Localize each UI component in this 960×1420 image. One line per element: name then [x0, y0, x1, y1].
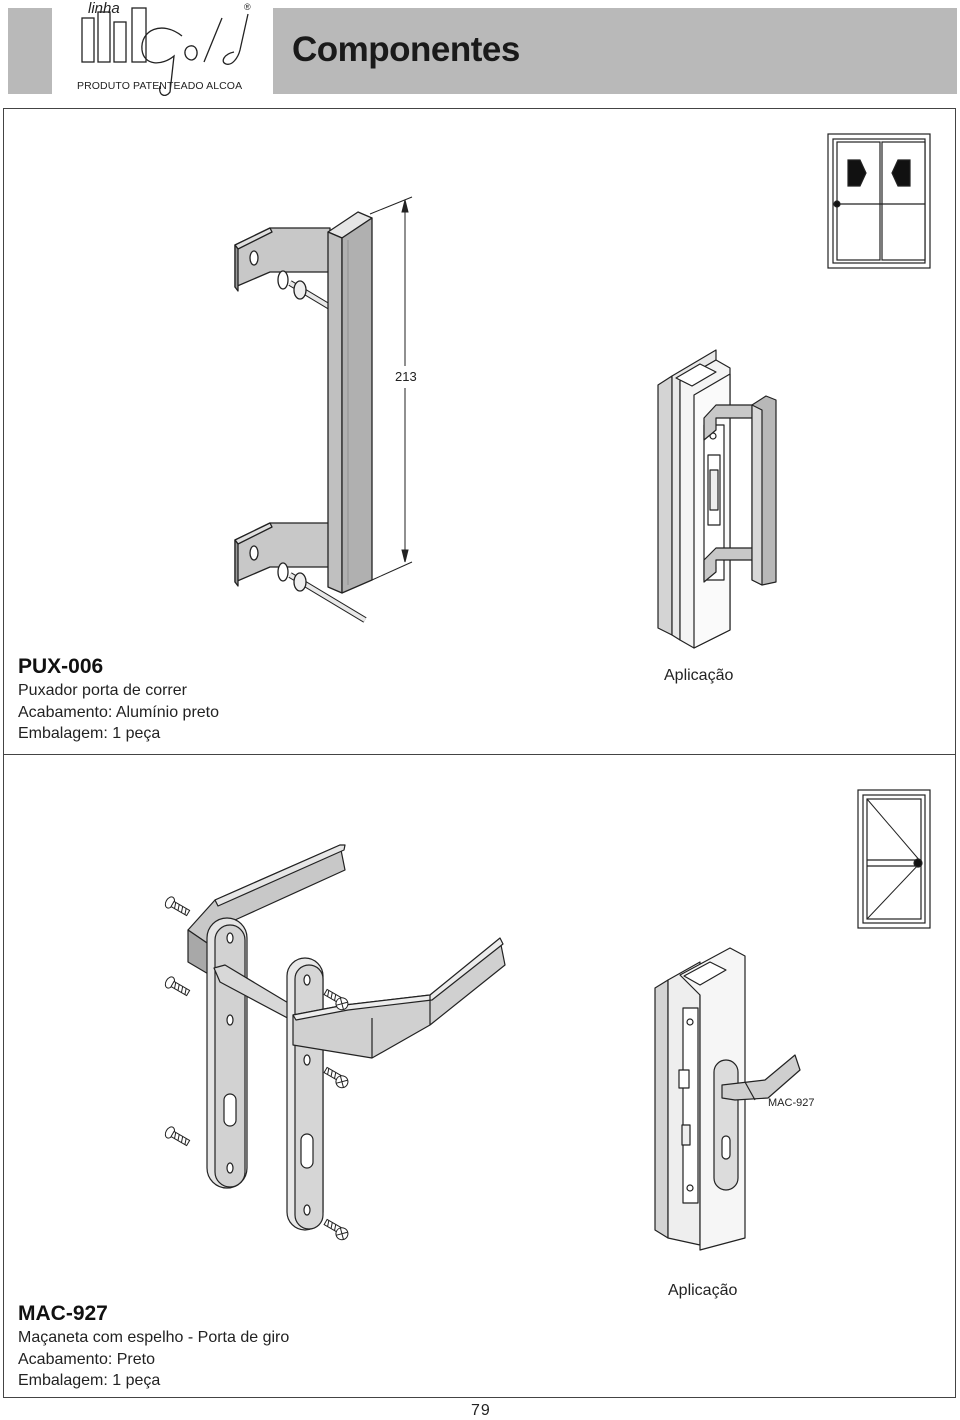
product-description-mac-927: Maçaneta com espelho - Porta de giro Aca…: [18, 1327, 289, 1392]
page-title: Componentes: [292, 30, 520, 69]
description-line: Embalagem: 1 peça: [18, 725, 161, 742]
description-line: Puxador porta de correr: [18, 682, 187, 699]
product-code-mac-927: MAC-927: [18, 1302, 108, 1325]
description-line: Embalagem: 1 peça: [18, 1372, 161, 1389]
description-line: Acabamento: Alumínio preto: [18, 703, 220, 721]
product-description-pux-006: Puxador porta de correr Acabamento: Alum…: [18, 680, 219, 745]
section-divider: [3, 754, 956, 755]
mac-927-callout: MAC-927: [768, 1097, 815, 1109]
logo-subtitle: PRODUTO PATENTEADO ALCOA: [77, 80, 243, 92]
linha-gold-logo: linha ®: [62, 0, 267, 98]
registered-mark: ®: [244, 2, 251, 12]
header-title-bar: [273, 8, 957, 94]
logo-linha-text: linha: [88, 0, 120, 17]
logo-graphic: linha ®: [81, 0, 251, 97]
description-line: Maçaneta com espelho - Porta de giro: [18, 1329, 290, 1346]
header-left-block: [8, 8, 52, 94]
application-label: Aplicação: [668, 1282, 738, 1299]
dimension-label: 213: [395, 369, 417, 384]
content-frame: [3, 108, 956, 1398]
description-line: Acabamento: Preto: [18, 1350, 155, 1368]
page-number: 79: [471, 1402, 491, 1419]
pux-006-illustration: [234, 133, 931, 649]
application-label: Aplicação: [664, 667, 734, 684]
product-code-pux-006: PUX-006: [18, 655, 104, 678]
